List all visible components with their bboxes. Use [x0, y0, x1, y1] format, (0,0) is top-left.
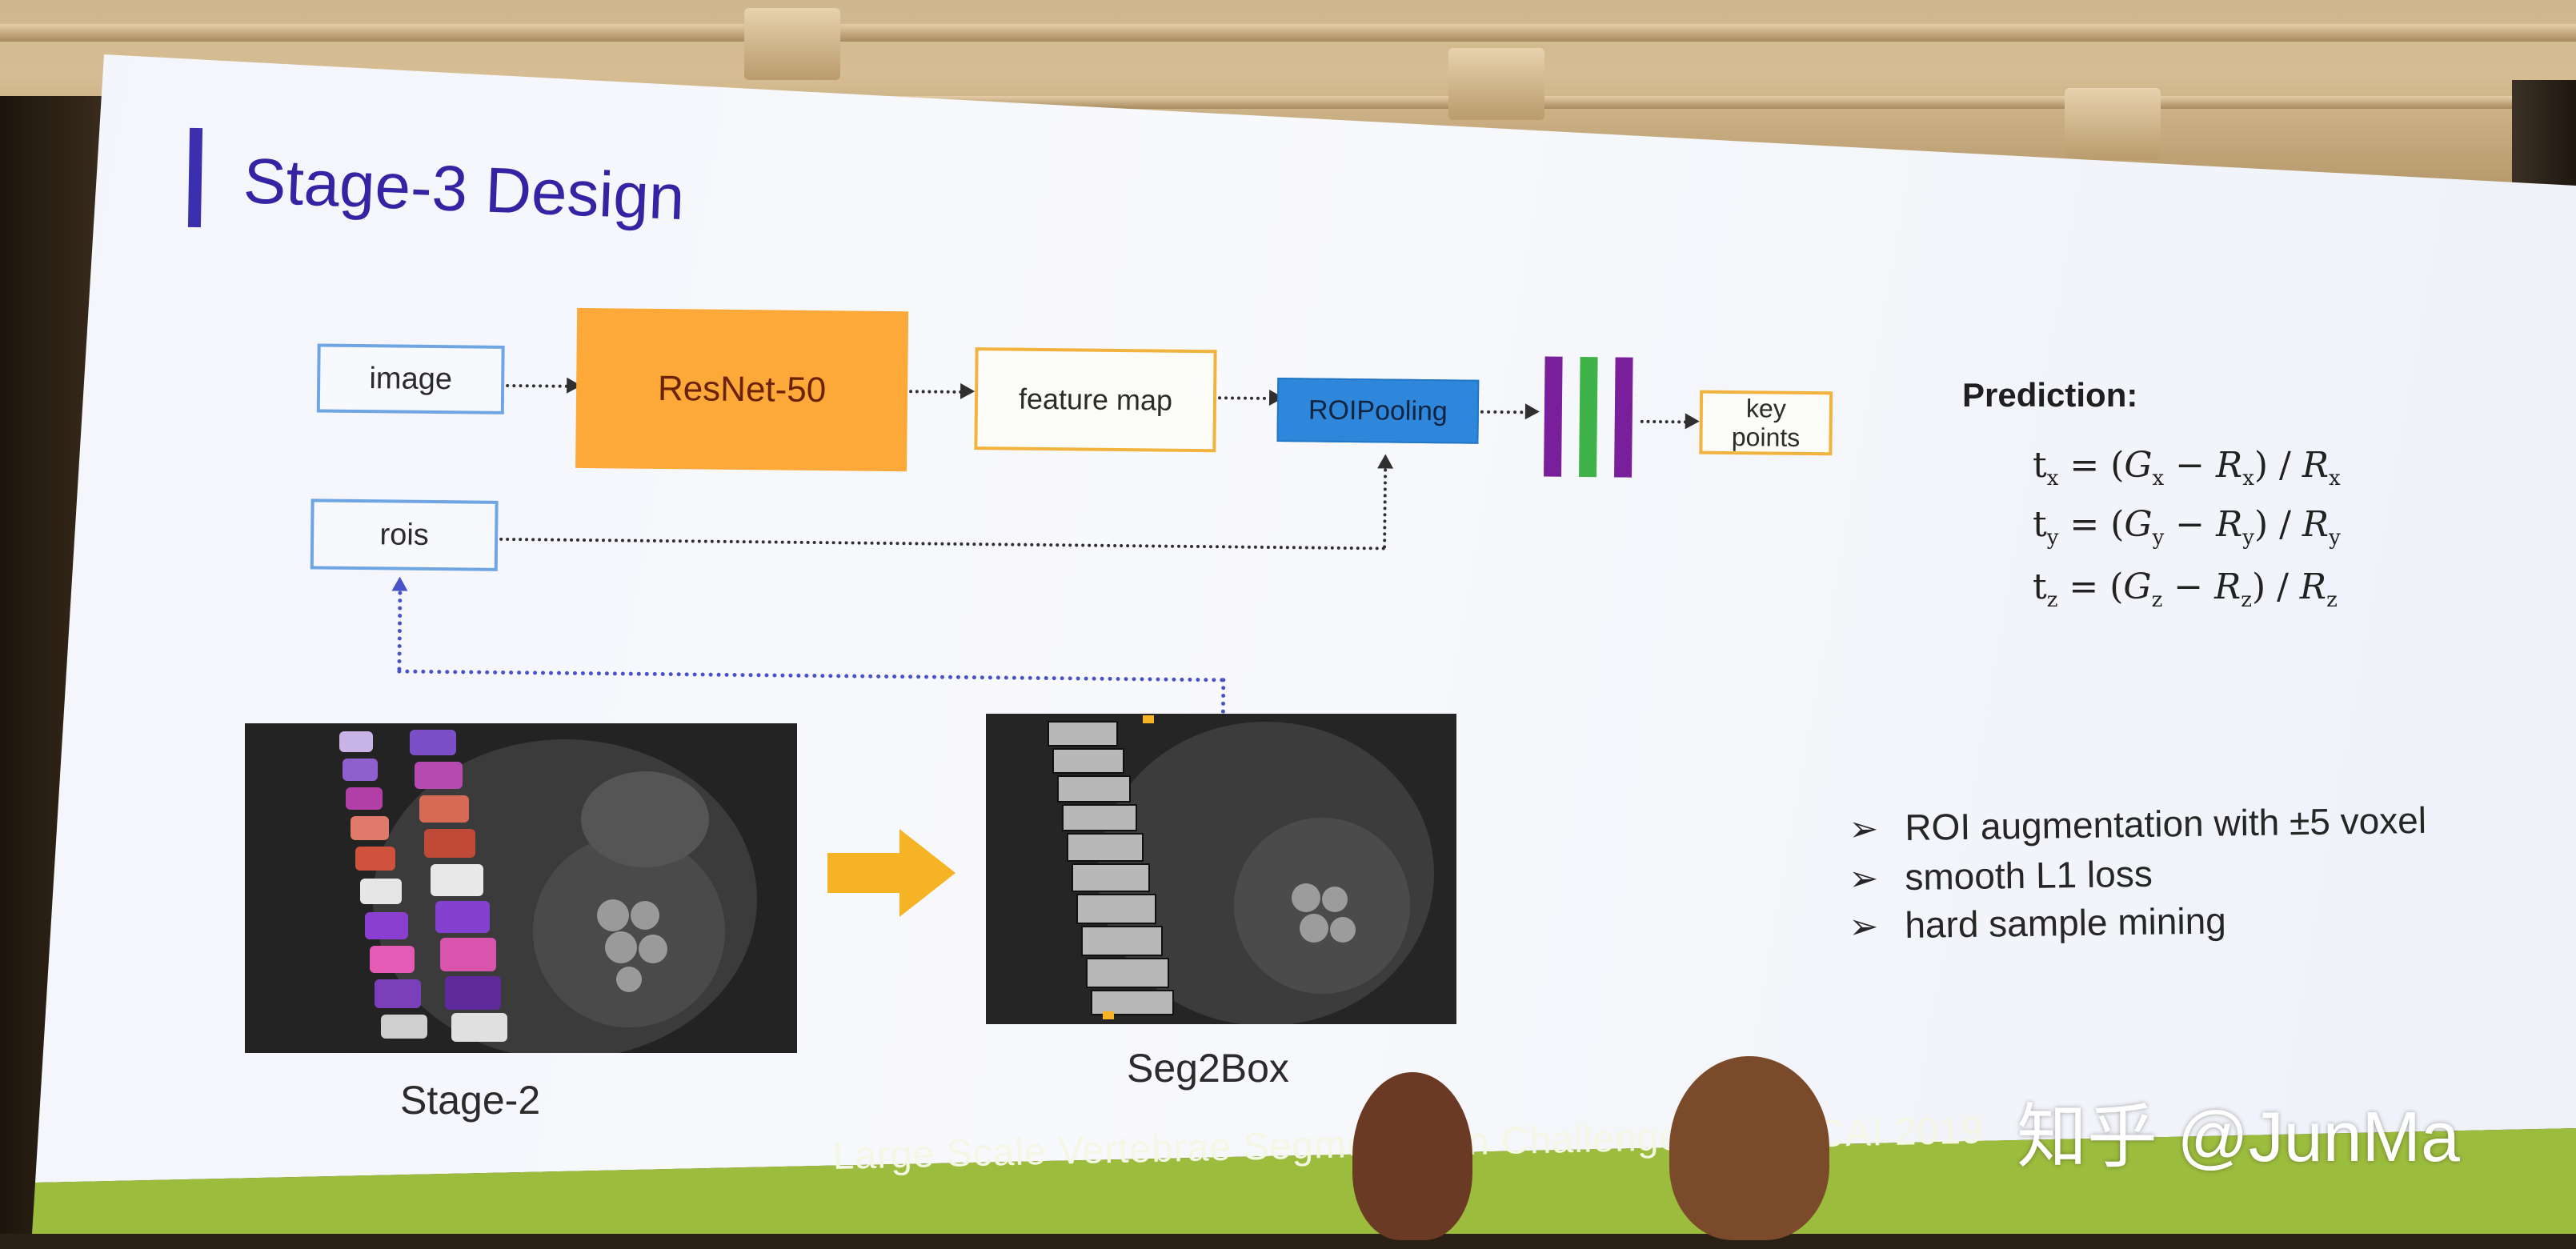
arrowhead-bullet-icon: ➢ [1849, 809, 1879, 849]
eq-tx-g-sub: x [2152, 466, 2165, 490]
seg2box-ct-scan [986, 714, 1456, 1024]
feature-map-box: feature map [974, 347, 1217, 453]
eq-tx-lhs: t [2033, 445, 2047, 486]
key-points-label-line1: key [1745, 394, 1787, 423]
arrowhead-bullet-icon: ➢ [1849, 859, 1879, 899]
stage2-ct-image [245, 723, 797, 1053]
eq-ty-lhs-sub: y [2046, 525, 2059, 550]
eq-ty-r-sub: y [2242, 525, 2254, 550]
arrow-head-icon [1685, 413, 1700, 430]
eq-ty-g-sub: y [2152, 525, 2165, 550]
stage2-caption: Stage-2 [400, 1078, 541, 1123]
eq-tx-r: R [2216, 445, 2243, 486]
ceiling-ornament [1448, 48, 1544, 120]
equation-tz: tz = (Gz − Rz) / Rz [2033, 566, 2338, 612]
image-input-box: image [316, 343, 505, 414]
eq-ty-g: G [2124, 504, 2153, 545]
arrow-resnet-to-featuremap [909, 390, 969, 394]
arrow-head-icon [1524, 403, 1540, 420]
arrowhead-bullet-icon: ➢ [1849, 907, 1879, 947]
eq-ty-r2: R [2302, 504, 2330, 545]
rois-input-box: rois [310, 498, 499, 571]
eq-tz-r2-sub: z [2326, 587, 2338, 612]
key-points-box: key points [1699, 390, 1833, 456]
watermark-text: 知乎 @JunMa [2017, 1097, 2460, 1176]
arrow-up-blue-icon [391, 576, 408, 591]
eq-ty-r2-sub: y [2329, 525, 2341, 550]
ceiling-molding [0, 24, 2576, 42]
seg2box-ct-image [986, 714, 1456, 1024]
fc-layer-1 [1544, 356, 1563, 477]
equation-tx: tx = (Gx − Rx) / Rx [2033, 445, 2341, 490]
resnet-50-block: ResNet-50 [575, 307, 909, 472]
audience-head [1352, 1072, 1472, 1240]
connector-seg2box-vertical-left [397, 590, 403, 671]
fc-layer-2 [1579, 357, 1598, 478]
image-label: image [369, 361, 453, 396]
eq-ty-r: R [2216, 504, 2243, 545]
bullet-text: ROI augmentation with ±5 voxel [1905, 799, 2427, 849]
bullet-text: hard sample mining [1905, 899, 2227, 947]
resnet-label: ResNet-50 [657, 368, 827, 410]
bullet-text: smooth L1 loss [1905, 852, 2153, 899]
stage2-ct-scan [245, 723, 797, 1053]
arrow-up-icon [1377, 454, 1394, 469]
connector-seg2box-horizontal [397, 669, 1225, 683]
eq-tz-g-sub: z [2151, 587, 2163, 612]
roipooling-label: ROIPooling [1308, 394, 1448, 426]
eq-tx-r2: R [2302, 445, 2329, 486]
roipooling-block: ROIPooling [1276, 378, 1480, 444]
eq-tz-g: G [2123, 566, 2152, 607]
connector-rois-vertical [1383, 468, 1388, 549]
eq-tx-lhs-sub: x [2046, 466, 2059, 490]
bullet-item: ➢ ROI augmentation with ±5 voxel [1849, 799, 2426, 850]
fc-layer-3 [1614, 357, 1633, 478]
bullet-item: ➢ smooth L1 loss [1849, 852, 2153, 899]
equation-ty: ty = (Gy − Ry) / Ry [2033, 504, 2341, 550]
ceiling-ornament [744, 8, 840, 80]
eq-tz-r: R [2214, 566, 2241, 607]
stage2-to-seg2box-arrow-icon [827, 829, 955, 917]
arrow-image-to-resnet [506, 383, 575, 388]
key-points-label-line2: points [1731, 422, 1801, 452]
eq-ty-lhs: t [2033, 504, 2047, 545]
arrow-head-icon [960, 382, 976, 400]
prediction-heading: Prediction: [1962, 376, 2138, 414]
ceiling-ornament [2065, 88, 2161, 160]
eq-tx-r2-sub: x [2328, 466, 2341, 490]
bullet-item: ➢ hard sample mining [1849, 899, 2226, 947]
seg2box-caption: Seg2Box [1127, 1046, 1289, 1091]
connector-rois-horizontal [499, 537, 1387, 550]
eq-tz-lhs-sub: z [2046, 587, 2058, 612]
eq-tx-g: G [2124, 445, 2153, 486]
feature-map-label: feature map [1018, 382, 1173, 417]
eq-tz-r2: R [2299, 566, 2327, 607]
audience-head [1669, 1056, 1829, 1240]
eq-tz-r-sub: z [2241, 587, 2252, 612]
eq-tz-lhs: t [2033, 566, 2047, 607]
eq-tx-r-sub: x [2242, 466, 2254, 490]
rois-label: rois [379, 517, 430, 552]
